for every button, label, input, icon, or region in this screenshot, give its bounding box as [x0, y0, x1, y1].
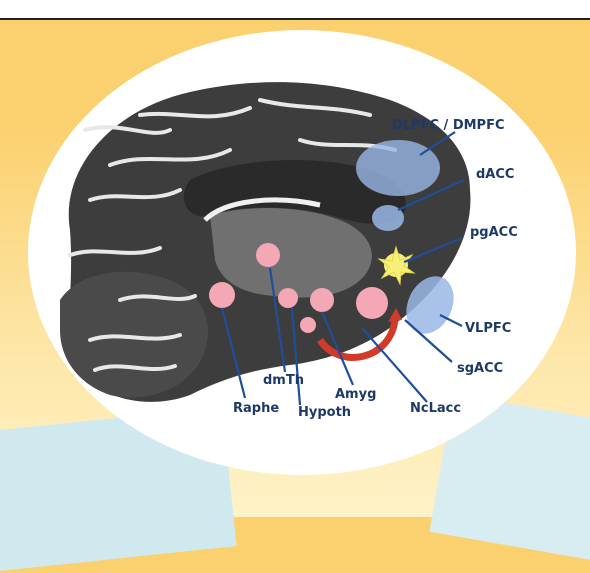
label-amyg: Amyg	[335, 387, 376, 402]
label-dacc: dACC	[476, 167, 514, 182]
brain-diagram: DLPFC / DMPFC dACC pgACC VLPFC sgACC NcL…	[0, 0, 590, 517]
label-dlpfc: DLPFC / DMPFC	[392, 118, 505, 133]
hypoth-lower-region	[300, 317, 316, 333]
label-sgacc: sgACC	[457, 361, 503, 376]
nacc-region	[356, 287, 388, 319]
dmth-region	[256, 243, 280, 267]
label-nacc: NcLacc	[410, 401, 461, 416]
raphe-region	[209, 282, 235, 308]
amyg-region	[310, 288, 334, 312]
label-dmth: dmTh	[263, 373, 304, 388]
label-vlpfc: VLPFC	[465, 321, 511, 336]
hypoth-region	[278, 288, 298, 308]
label-raphe: Raphe	[233, 401, 279, 416]
label-pgacc: pgACC	[470, 225, 518, 240]
dlpfc-region	[356, 140, 440, 196]
label-hypoth: Hypoth	[298, 405, 351, 420]
